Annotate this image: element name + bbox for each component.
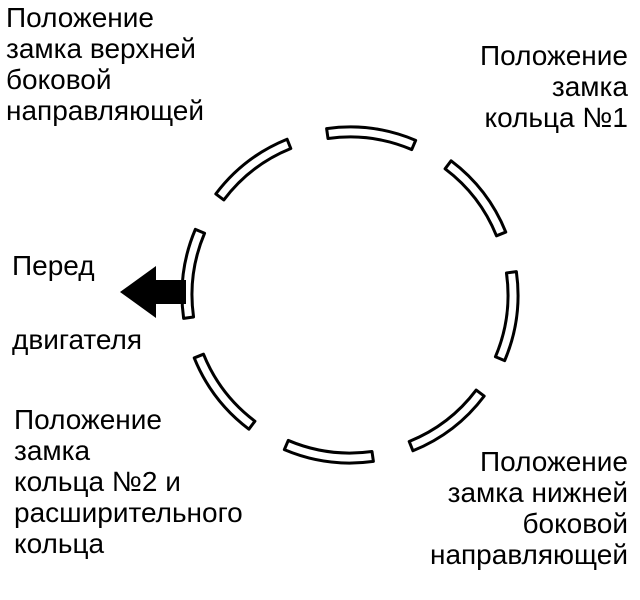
label-line: замка <box>14 435 91 466</box>
front-label-line1: Перед <box>12 250 95 281</box>
label-line: кольца <box>14 528 105 559</box>
label-line: боковой <box>6 64 112 95</box>
label-line: Перед <box>12 250 95 281</box>
label-line: кольца №2 и <box>14 466 181 497</box>
ring-segment <box>192 352 257 431</box>
label-line: направляющей <box>6 95 205 126</box>
label-line: расширительного <box>14 497 243 528</box>
label-line: Положение <box>480 446 628 477</box>
label-line: Положение <box>480 40 628 71</box>
label-line: замка нижней <box>447 477 628 508</box>
ring-segment <box>407 388 486 453</box>
label-line: Положение <box>14 404 162 435</box>
ring-segment <box>214 137 293 202</box>
arrow-left-icon <box>120 266 186 318</box>
ring-segment <box>493 270 520 363</box>
label-line: двигателя <box>12 324 143 355</box>
ring-segment <box>325 125 418 152</box>
ring-segment <box>443 159 508 238</box>
ring-segment <box>282 438 375 465</box>
bottom-rail-gap-label: Положение замка нижней боковой направляю… <box>430 446 628 570</box>
label-line: Положение <box>6 2 154 33</box>
ring-segment <box>180 227 207 320</box>
ring1-gap-label: Положение замка кольца №1 <box>480 40 628 133</box>
label-line: кольца №1 <box>484 102 628 133</box>
front-label-line2: двигателя <box>12 324 142 355</box>
top-rail-gap-label: Положение замка верхней боковой направля… <box>6 2 204 126</box>
label-line: замка верхней <box>6 33 196 64</box>
label-line: направляющей <box>429 539 628 570</box>
label-line: замка <box>551 71 628 102</box>
ring-segments <box>180 125 520 465</box>
label-line: боковой <box>522 508 628 539</box>
ring2-expander-gap-label: Положение замка кольца №2 и расширительн… <box>14 404 243 559</box>
